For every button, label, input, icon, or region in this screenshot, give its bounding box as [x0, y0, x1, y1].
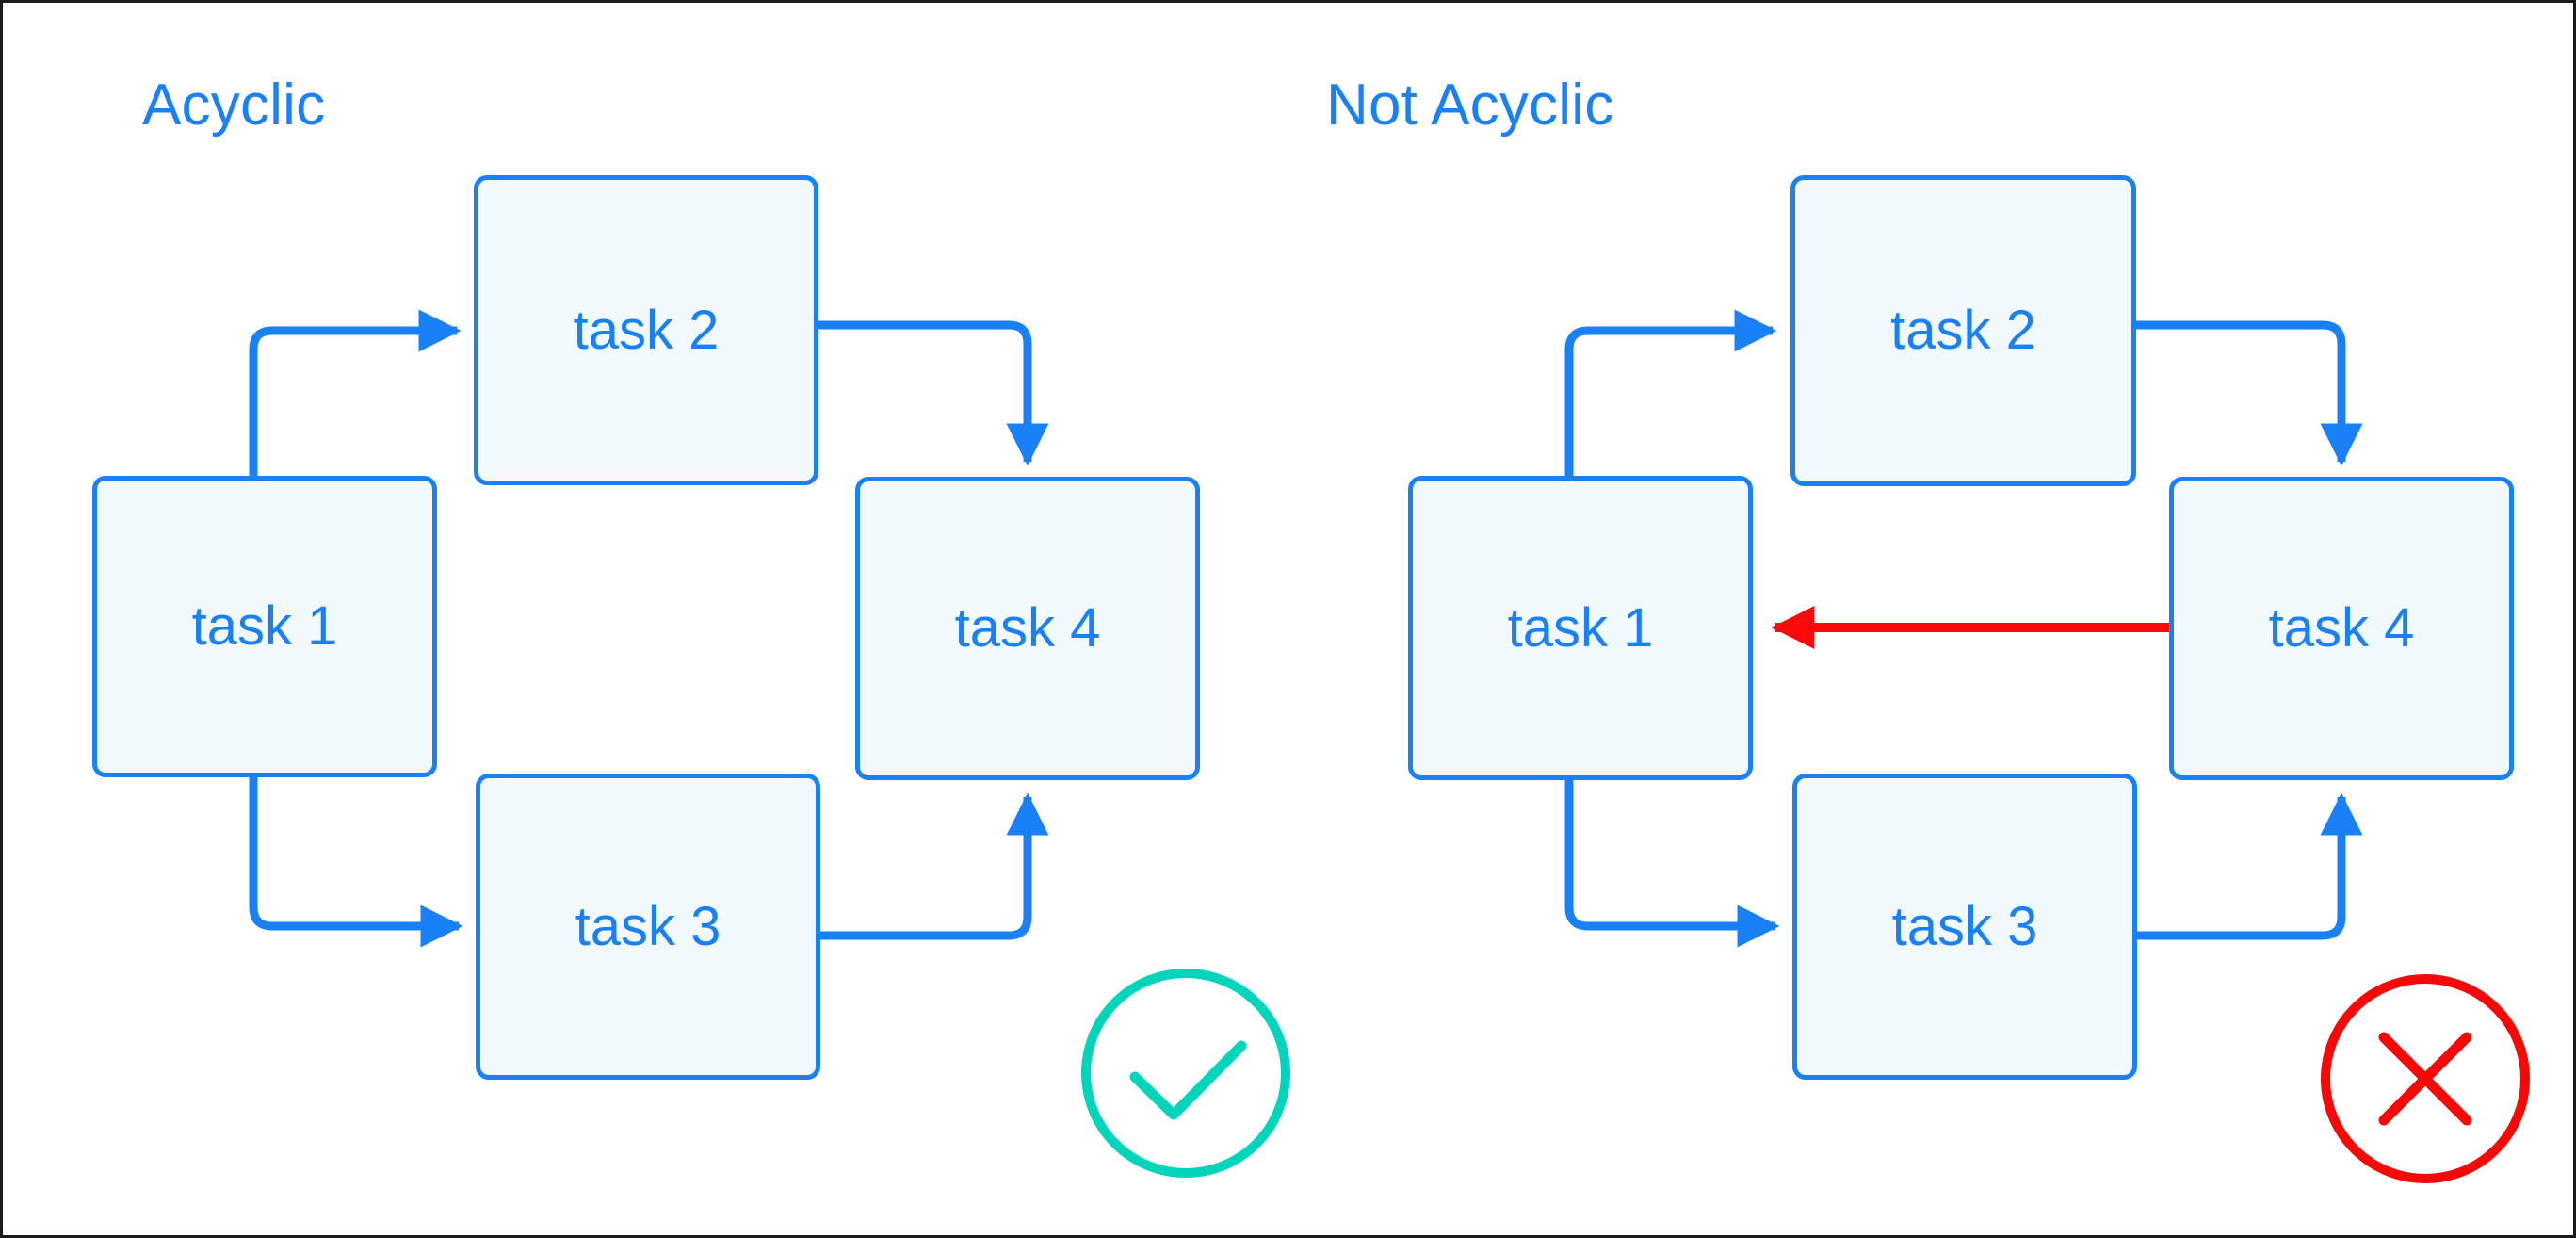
- edge-layer-not-acyclic: [1564, 309, 2363, 948]
- edge-task1-to-task3: [1564, 780, 1780, 948]
- panel-title-acyclic: Acyclic: [142, 73, 326, 138]
- panel-acyclic: Acyclic task 1 task 2 task 3 t: [3, 3, 1303, 1235]
- panel-title-not-acyclic: Not Acyclic: [1326, 73, 1614, 138]
- edge-task1-to-task3: [249, 777, 463, 948]
- edge-layer-cycle-not-acyclic: [1771, 606, 2169, 649]
- x-circle-icon: [2321, 974, 2530, 1183]
- node-task4-not-acyclic[interactable]: task 4: [2169, 477, 2514, 780]
- node-label: task 2: [573, 299, 720, 361]
- edge-task1-to-task2: [1564, 309, 1777, 476]
- node-task2-not-acyclic[interactable]: task 2: [1790, 175, 2136, 486]
- node-task3-not-acyclic[interactable]: task 3: [1792, 774, 2137, 1080]
- node-task1-acyclic[interactable]: task 1: [92, 476, 437, 777]
- node-label: task 2: [1890, 300, 2036, 361]
- edge-task2-to-task4: [2136, 320, 2363, 466]
- node-label: task 3: [575, 895, 721, 957]
- node-label: task 1: [191, 595, 338, 657]
- panel-not-acyclic: Not Acyclic task 1: [1320, 3, 2573, 1235]
- node-task1-not-acyclic[interactable]: task 1: [1408, 476, 1753, 780]
- check-circle-icon: [1081, 969, 1290, 1178]
- edge-layer-acyclic: [249, 309, 1049, 948]
- node-task4-acyclic[interactable]: task 4: [855, 477, 1200, 780]
- node-task3-acyclic[interactable]: task 3: [476, 774, 820, 1080]
- node-label: task 1: [1507, 596, 1654, 659]
- edge-task1-to-task2: [249, 309, 462, 476]
- node-label: task 3: [1891, 895, 2038, 957]
- node-label: task 4: [2268, 597, 2415, 659]
- node-task2-acyclic[interactable]: task 2: [474, 175, 818, 485]
- edge-task3-to-task4: [820, 792, 1049, 940]
- node-label: task 4: [954, 597, 1101, 659]
- edge-task2-to-task4: [818, 320, 1049, 466]
- edge-task3-to-task4: [2137, 792, 2363, 940]
